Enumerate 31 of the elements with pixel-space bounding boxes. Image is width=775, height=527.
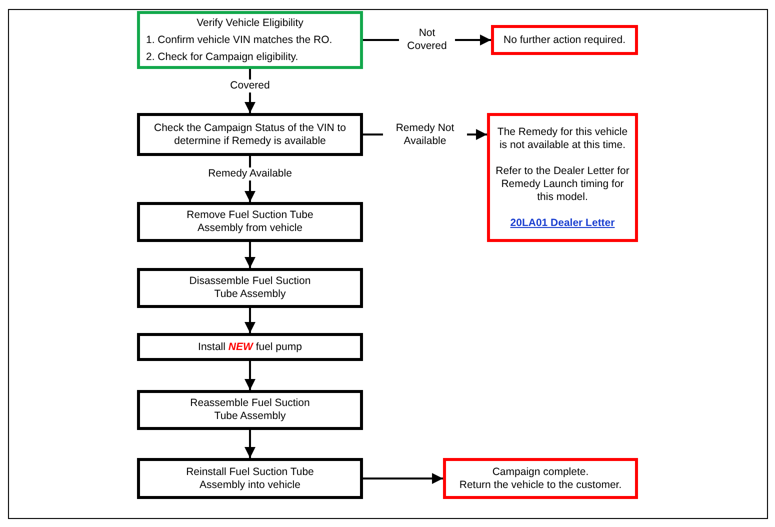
box-text: Install NEW fuel pump bbox=[198, 340, 302, 354]
box-text: Reinstall Fuel Suction Tube Assembly into vehicle bbox=[185, 466, 315, 492]
process-box bbox=[137, 458, 363, 499]
process-box bbox=[137, 390, 363, 430]
list-item: 1. Confirm vehicle VIN matches the RO. bbox=[145, 34, 334, 46]
arrow bbox=[244, 308, 256, 333]
box-text: No further action required. bbox=[504, 34, 626, 46]
box-text: Disassemble Fuel Suction Tube Assembly bbox=[188, 275, 312, 301]
outcome-box bbox=[491, 25, 638, 55]
outcome-box bbox=[487, 113, 638, 242]
box-text: Refer to the Dealer Letter for Remedy Launch timing for this model. bbox=[494, 164, 630, 204]
box-heading: Verify Vehicle Eligibility bbox=[196, 16, 304, 30]
link: 20LA01 Dealer Letter bbox=[510, 216, 615, 228]
box-text: Campaign complete. bbox=[492, 466, 589, 478]
box-text: The Remedy for this vehicle is not available at this time. bbox=[496, 126, 629, 152]
process-box bbox=[137, 202, 363, 242]
process-box bbox=[137, 333, 363, 361]
eligibility-box bbox=[137, 11, 363, 69]
box-text: Reassemble Fuel Suction Tube Assembly bbox=[189, 397, 311, 423]
arrow bbox=[244, 361, 256, 390]
process-box bbox=[137, 268, 363, 308]
arrow bbox=[244, 242, 256, 268]
arrow bbox=[363, 473, 443, 484]
edge-label: Remedy Not Available bbox=[383, 122, 467, 148]
process-box bbox=[137, 113, 363, 156]
box-text: Check the Campaign Status of the VIN to determine if Remedy is available bbox=[152, 122, 348, 148]
arrow bbox=[244, 430, 256, 458]
outcome-box bbox=[443, 458, 638, 499]
list-item: 2. Check for Campaign eligibility. bbox=[145, 50, 300, 64]
box-text: Return the vehicle to the customer. bbox=[459, 478, 622, 492]
box-text: Remove Fuel Suction Tube Assembly from vehicle bbox=[186, 209, 314, 235]
